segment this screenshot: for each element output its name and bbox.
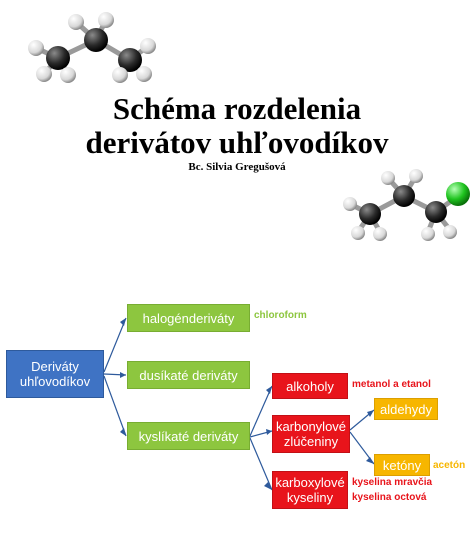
node-halogenderivaty-label: halogénderiváty <box>142 310 235 326</box>
node-aldehydy-label: aldehydy <box>379 401 433 417</box>
example-aceton: acetón <box>433 460 466 471</box>
node-karbonylove-label: karbonylové zlúčeniny <box>275 419 347 449</box>
page-title: Schéma rozdelenia derivátov uhľovodíkov <box>0 92 474 160</box>
connector-root-oxygen <box>103 375 127 437</box>
example-kyselina-octova: kyselina octová <box>352 492 427 503</box>
root-node-derivaty: Deriváty uhľovodíkov <box>6 350 104 398</box>
node-alkoholy-label: alkoholy <box>286 378 334 394</box>
connector-oxygen-alcohols <box>249 385 273 437</box>
node-dusikate-label: dusíkaté deriváty <box>139 367 238 383</box>
example-chloroform: chloroform <box>254 310 307 321</box>
node-dusikate-derivaty: dusíkaté deriváty <box>127 361 250 389</box>
example-metanol-etanol: metanol a etanol <box>352 379 431 390</box>
propane-molecule-image <box>28 12 156 83</box>
node-aldehydy: aldehydy <box>374 398 438 420</box>
node-halogenderivaty: halogénderiváty <box>127 304 250 332</box>
title-line-2: derivátov uhľovodíkov <box>85 125 389 160</box>
example-kyselina-mravcia: kyselina mravčia <box>352 477 433 488</box>
node-ketony: ketóny <box>374 454 430 476</box>
node-ketony-label: ketóny <box>382 457 422 473</box>
node-karboxylove-kyseliny: karboxylové kyseliny <box>272 471 348 509</box>
connector-root-halogen <box>103 317 127 373</box>
title-line-1: Schéma rozdelenia <box>112 91 362 126</box>
connector-oxygen-carboxylic <box>249 437 273 491</box>
node-alkoholy: alkoholy <box>272 373 348 399</box>
node-karbonylove-zluceniny: karbonylové zlúčeniny <box>272 415 350 453</box>
author-name: Bc. Silvia Gregušová <box>188 161 286 173</box>
node-kyslikate-label: kyslíkaté deriváty <box>138 428 239 444</box>
chloropropane-molecule-image <box>343 169 470 241</box>
node-kyslikate-derivaty: kyslíkaté deriváty <box>127 422 250 450</box>
node-karboxylove-label: karboxylové kyseliny <box>275 475 345 505</box>
root-node-label: Deriváty uhľovodíkov <box>19 359 91 389</box>
